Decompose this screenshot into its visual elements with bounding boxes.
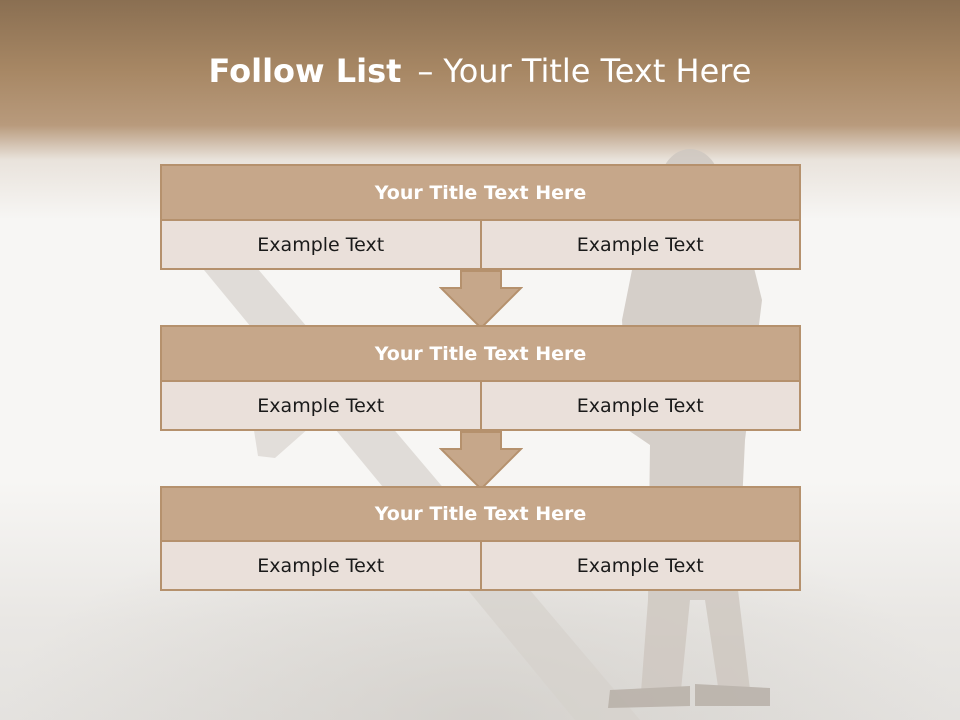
block-cell-left: Example Text [160, 542, 482, 591]
block-cell-right: Example Text [481, 221, 801, 270]
down-arrow-icon [439, 270, 523, 330]
block-cell-left: Example Text [160, 221, 482, 270]
title-separator: – [417, 52, 434, 90]
list-block-3: Your Title Text Here Example Text Exampl… [160, 486, 801, 591]
block-header: Your Title Text Here [160, 325, 801, 382]
down-arrow-icon [439, 431, 523, 491]
block-header: Your Title Text Here [160, 164, 801, 221]
block-cell-right: Example Text [481, 542, 801, 591]
block-cell-right: Example Text [481, 382, 801, 431]
block-row: Example Text Example Text [160, 382, 801, 431]
block-header: Your Title Text Here [160, 486, 801, 542]
block-row: Example Text Example Text [160, 542, 801, 591]
list-block-2: Your Title Text Here Example Text Exampl… [160, 325, 801, 431]
title-rest: Your Title Text Here [443, 52, 752, 90]
block-row: Example Text Example Text [160, 221, 801, 270]
list-block-1: Your Title Text Here Example Text Exampl… [160, 164, 801, 270]
block-cell-left: Example Text [160, 382, 482, 431]
page-title: Follow List–Your Title Text Here [0, 52, 960, 90]
title-bold: Follow List [208, 52, 402, 90]
